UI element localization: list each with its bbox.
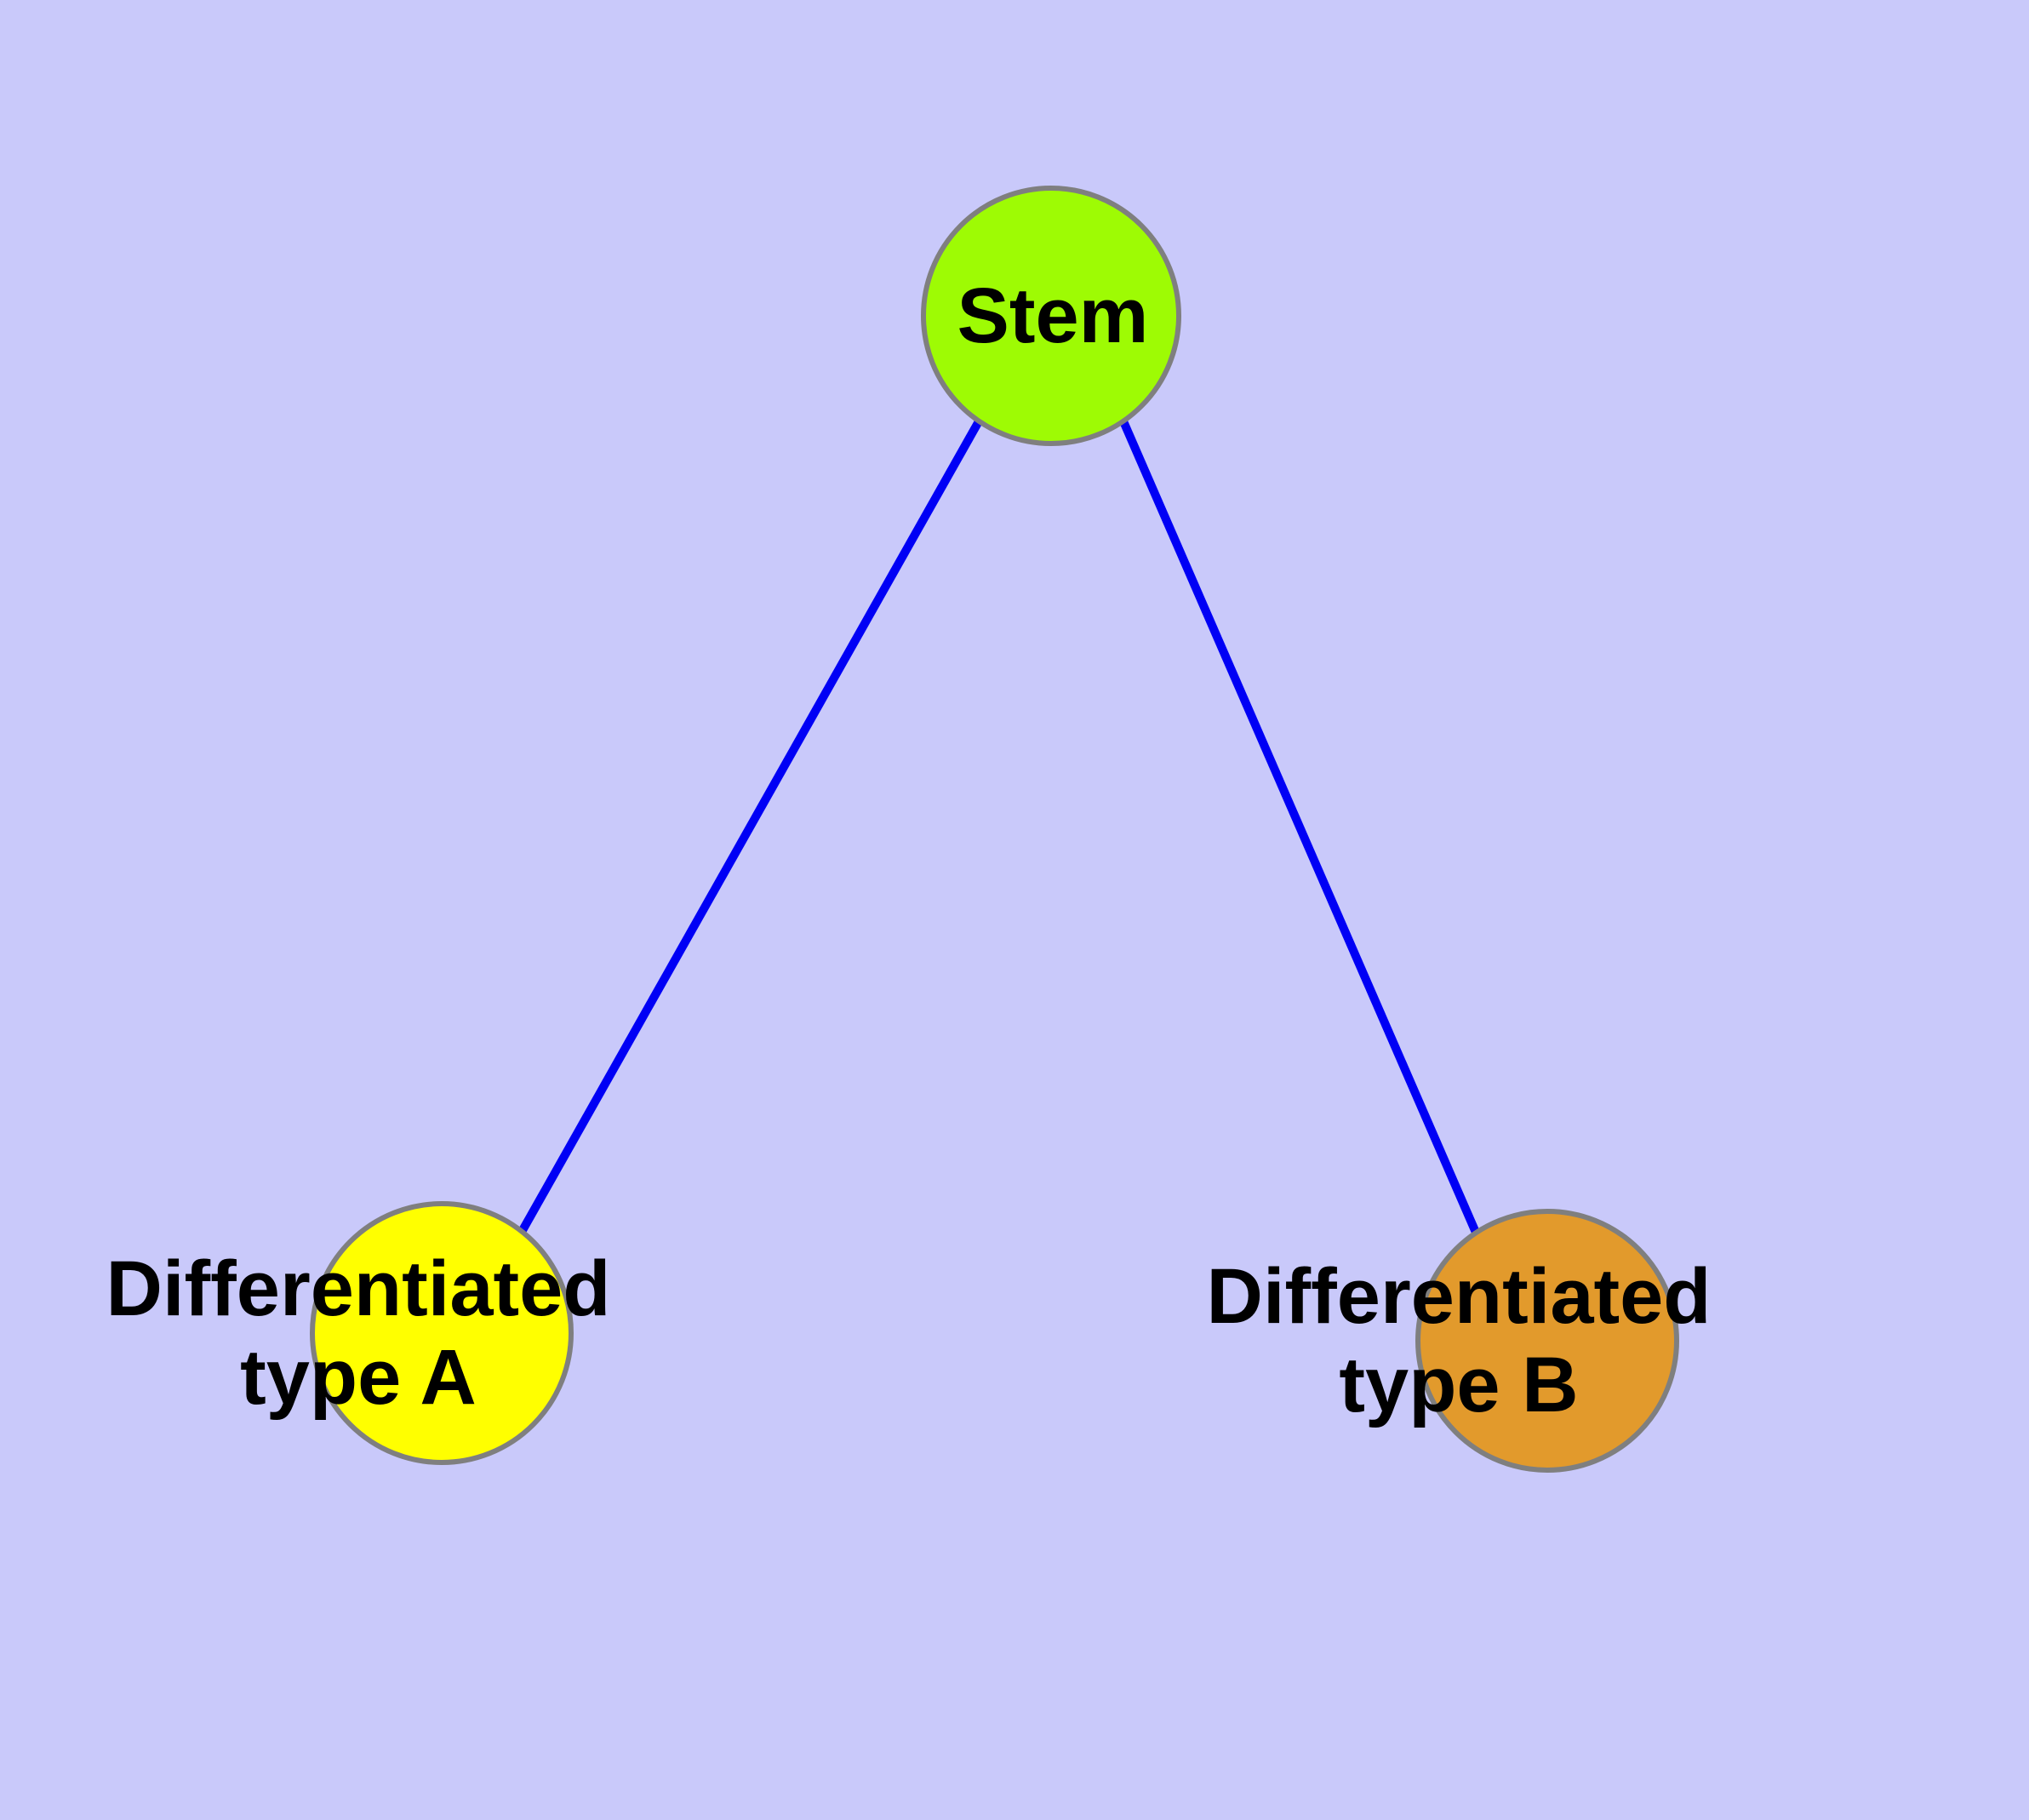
graph-edge	[1119, 420, 1481, 1236]
node-label-line: Differentiated	[106, 1245, 611, 1332]
graph-edge	[517, 419, 983, 1234]
node-circle-diff-b[interactable]	[1415, 1209, 1679, 1473]
node-label-line: Differentiated	[1207, 1253, 1712, 1340]
node-circle-stem[interactable]	[921, 186, 1181, 446]
node-label-stem: Stem	[957, 272, 1149, 359]
graph-node-stem[interactable]: Stem	[921, 186, 1181, 446]
node-label-line: type A	[240, 1334, 477, 1421]
node-circle-diff-a[interactable]	[310, 1201, 574, 1465]
node-label-line: Stem	[957, 272, 1149, 359]
edges-layer	[517, 419, 1481, 1236]
node-label-line: type B	[1339, 1342, 1578, 1428]
